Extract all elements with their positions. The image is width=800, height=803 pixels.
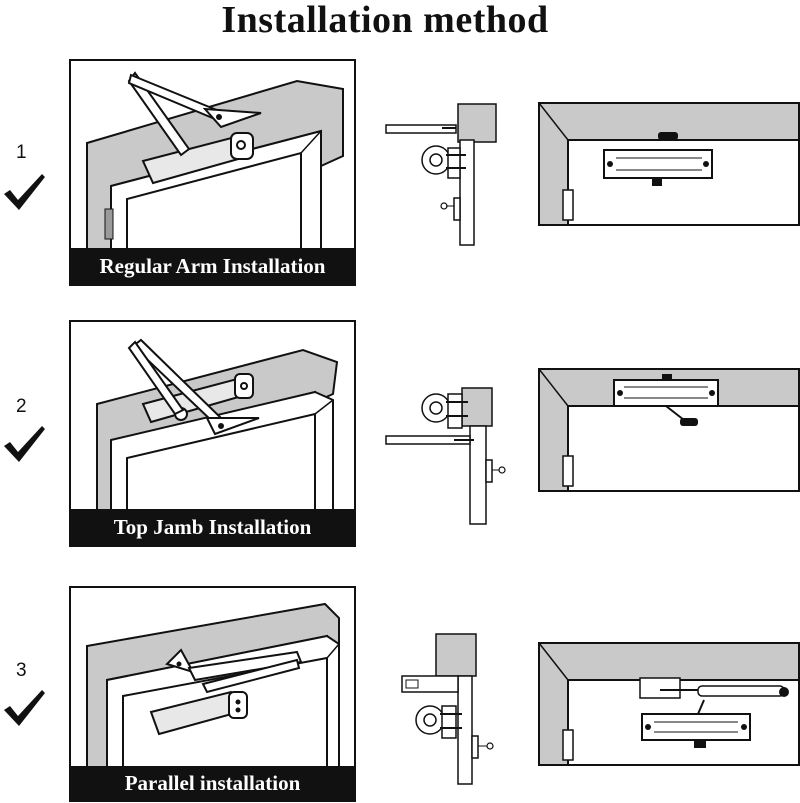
method-number-1: 1 <box>16 142 27 163</box>
side-view-diagram-2 <box>385 387 506 525</box>
perspective-illustration-top-jamb: Top Jamb Installation <box>69 320 356 547</box>
front-view-diagram-3 <box>538 642 800 766</box>
checkmark-icon <box>4 426 45 462</box>
method-caption: Parallel installation <box>71 766 354 800</box>
side-view-diagram-3 <box>401 633 494 785</box>
checkmark-icon <box>4 690 45 726</box>
method-number-3: 3 <box>16 660 27 681</box>
perspective-illustration-parallel: Parallel installation <box>69 586 356 802</box>
method-caption: Top Jamb Installation <box>71 509 354 545</box>
front-view-diagram-1 <box>538 102 800 226</box>
method-number-2: 2 <box>16 396 27 417</box>
page-title: Installation method <box>221 0 549 41</box>
front-view-diagram-2 <box>538 368 800 492</box>
perspective-illustration-regular-arm: Regular Arm Installation <box>69 59 356 286</box>
checkmark-icon <box>4 174 45 210</box>
method-caption: Regular Arm Installation <box>71 248 354 284</box>
side-view-diagram-1 <box>385 103 497 246</box>
